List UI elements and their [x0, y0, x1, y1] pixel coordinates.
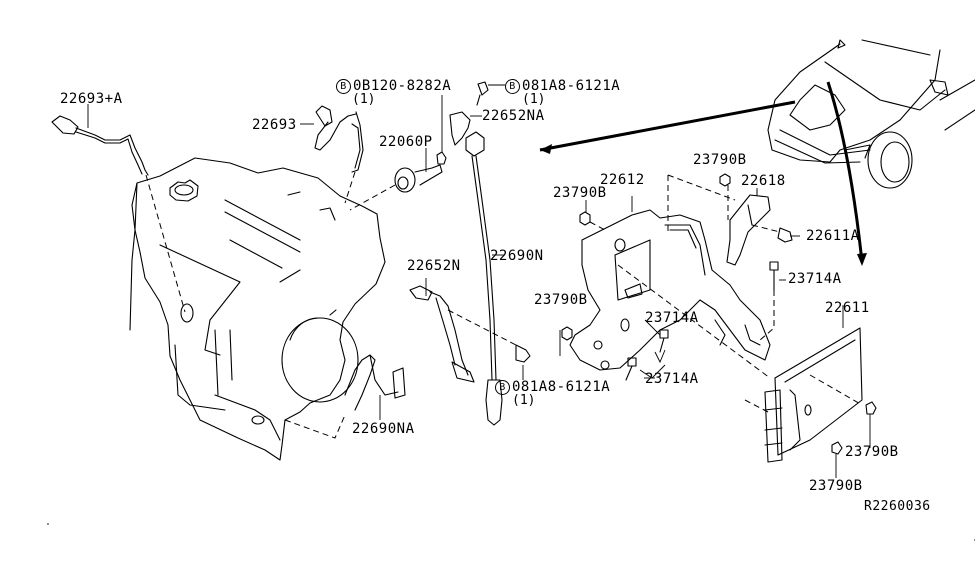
pointer-arrow-left [539, 100, 796, 152]
bolt-part-number: 081A8-6121A [522, 78, 621, 94]
nut-23790B-top [719, 173, 731, 187]
part-label-23790B-ecm-right[interactable]: 23790B [845, 444, 899, 460]
part-label-22652N[interactable]: 22652N [407, 258, 461, 274]
bolt-symbol-icon: B [505, 79, 520, 94]
part-label-22690N[interactable]: 22690N [490, 248, 544, 264]
part-label-22652NA[interactable]: 22652NA [482, 108, 545, 124]
part-label-22611[interactable]: 22611 [825, 300, 870, 316]
bracket-22652NA [449, 81, 505, 146]
bolt-symbol-icon: B [495, 380, 510, 395]
part-label-22690NA[interactable]: 22690NA [352, 421, 415, 437]
oxygen-sensor-22690NA [284, 354, 406, 439]
bolt-quantity: (1) [522, 92, 546, 107]
part-label-22693A[interactable]: 22693+A [60, 91, 123, 107]
engine-cover-illustration [129, 157, 386, 461]
bolt-part-number: 081A8-6121A [512, 379, 611, 395]
part-label-22611A[interactable]: 22611A [806, 228, 860, 244]
part-label-22060P[interactable]: 22060P [379, 134, 433, 150]
part-label-23790B-top[interactable]: 23790B [693, 152, 747, 168]
ecm-unit-22611 [744, 327, 877, 478]
part-label-23714A-right[interactable]: 23714A [788, 271, 842, 287]
ecm-bracket-22612 [569, 174, 771, 379]
part-label-22618[interactable]: 22618 [741, 173, 786, 189]
arrow-head-down [857, 253, 867, 266]
bolt-quantity: (1) [352, 92, 376, 107]
knock-sensor-22060P [349, 95, 447, 211]
bolt-part-number: 0B120-8282A [353, 78, 452, 94]
part-label-23714A-bottom[interactable]: 23714A [645, 371, 699, 387]
bracket-22652N [409, 285, 531, 383]
diagram-reference-code: R2260036 [864, 499, 931, 514]
part-label-23714A-mid[interactable]: 23714A [645, 310, 699, 326]
bolt-symbol-icon: B [336, 79, 351, 94]
oxygen-sensor-22693A [51, 115, 186, 313]
part-label-22693[interactable]: 22693 [252, 117, 297, 133]
oxygen-sensor-22693 [314, 105, 364, 204]
part-label-22612[interactable]: 22612 [600, 172, 645, 188]
arrow-head-left [540, 144, 552, 154]
part-label-23790B-ecm-bottom[interactable]: 23790B [809, 478, 863, 494]
bracket-22618 [726, 185, 793, 266]
vehicle-illustration [767, 39, 975, 189]
part-label-23790B-mid[interactable]: 23790B [534, 292, 588, 308]
nut-23790B-mid [561, 326, 573, 341]
pointer-arrow-down [826, 81, 864, 263]
oxygen-sensor-22690N [465, 131, 505, 426]
leader-lines [87, 104, 844, 380]
bolt-quantity: (1) [512, 393, 536, 408]
part-label-23790B-left[interactable]: 23790B [553, 185, 607, 201]
nut-23790B-left [579, 211, 606, 231]
